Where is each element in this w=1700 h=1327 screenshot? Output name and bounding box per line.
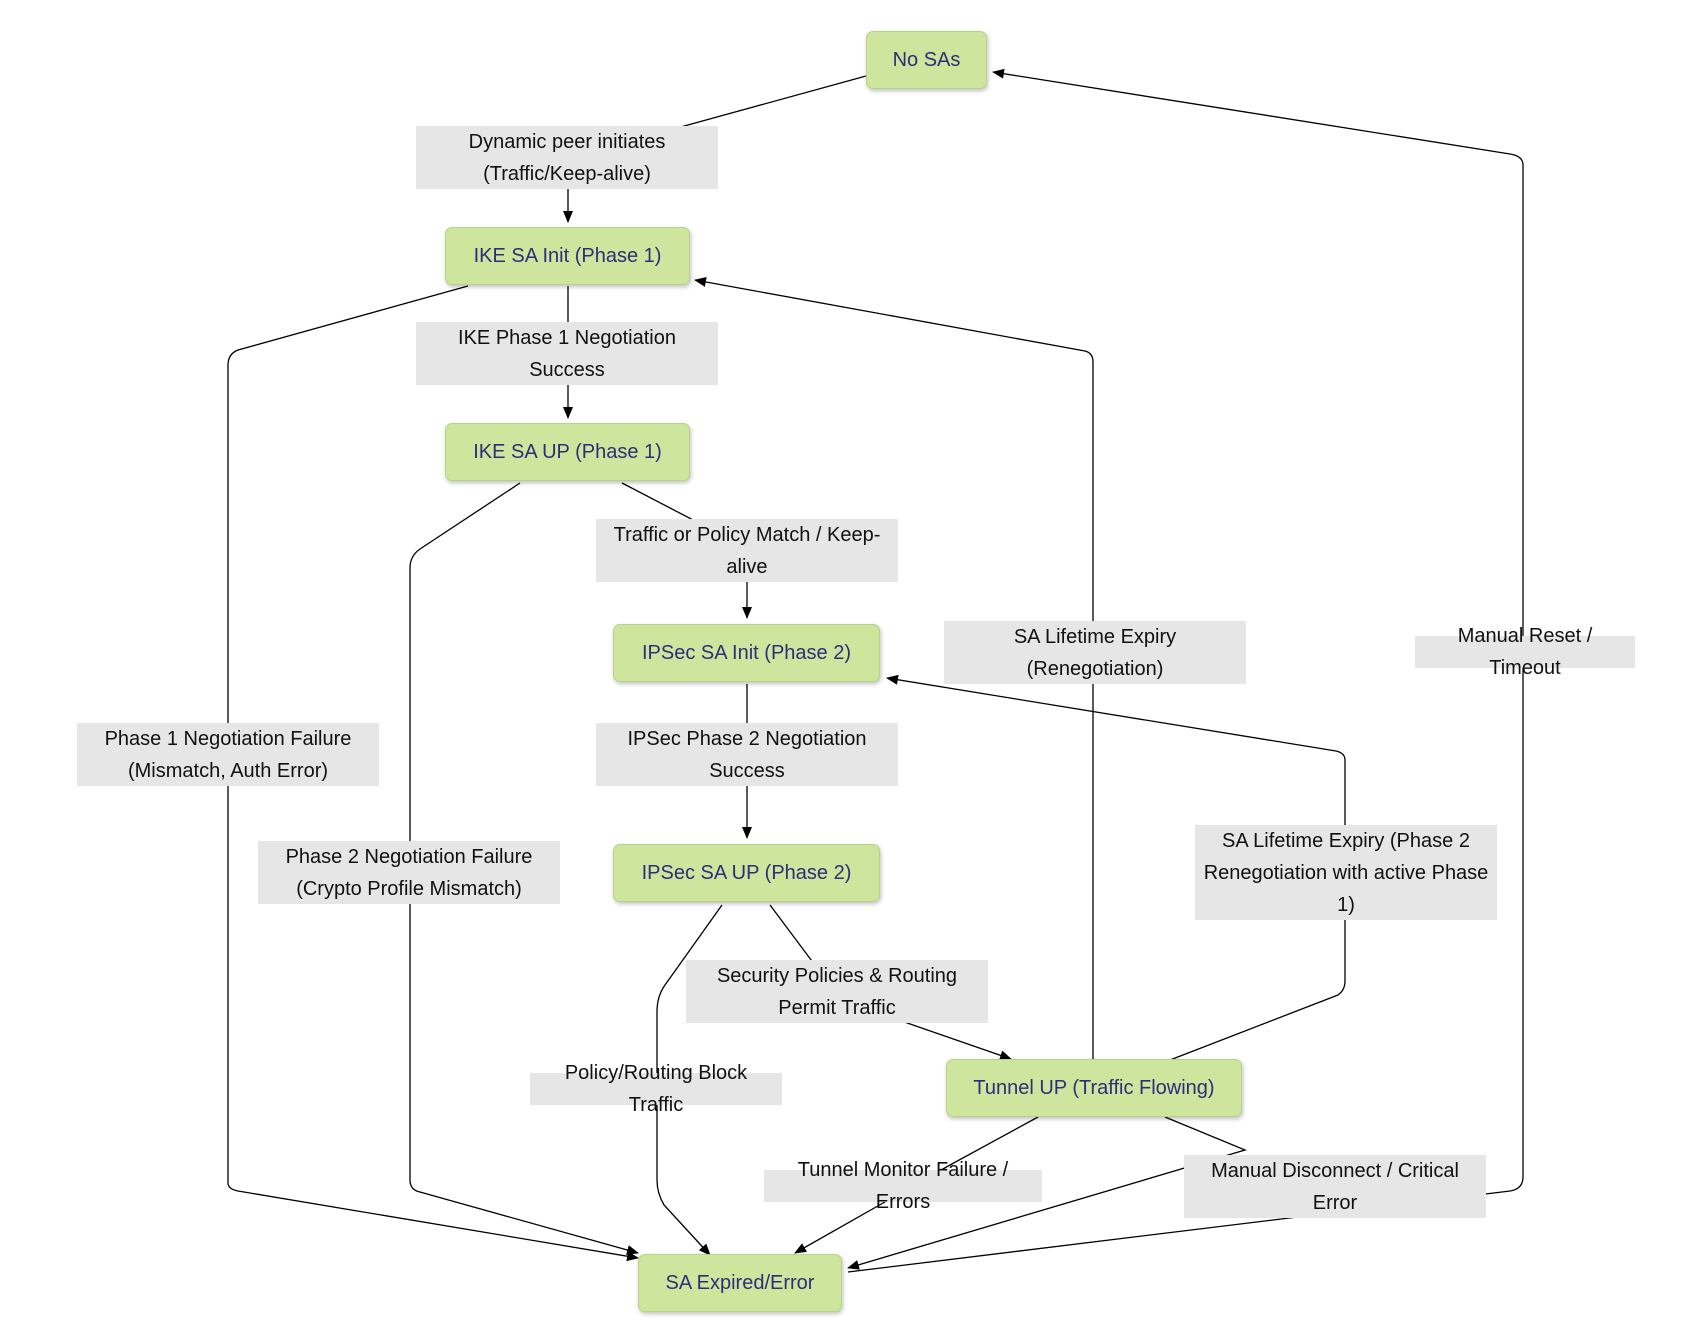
label-dynamic-peer: Dynamic peer initiates (Traffic/Keep-ali… (416, 126, 718, 189)
node-ike-sa-init[interactable]: IKE SA Init (Phase 1) (445, 227, 690, 285)
label-ike-phase1-success: IKE Phase 1 Negotiation Success (416, 322, 718, 385)
node-no-sas[interactable]: No SAs (866, 31, 987, 89)
node-ipsec-sa-init[interactable]: IPSec SA Init (Phase 2) (613, 624, 880, 682)
node-ipsec-sa-up[interactable]: IPSec SA UP (Phase 2) (613, 844, 880, 902)
label-manual-reset-timeout: Manual Reset / Timeout (1415, 625, 1635, 679)
label-ipsec-phase2-success: IPSec Phase 2 Negotiation Success (596, 723, 898, 786)
label-manual-disconnect: Manual Disconnect / Critical Error (1184, 1155, 1486, 1218)
node-ike-sa-up[interactable]: IKE SA UP (Phase 1) (445, 423, 690, 481)
edge-sa-lifetime-expiry (694, 277, 1094, 1060)
label-security-policies-permit: Security Policies & Routing Permit Traff… (686, 960, 988, 1023)
label-traffic-policy-match: Traffic or Policy Match / Keep-alive (596, 519, 898, 582)
node-tunnel-up[interactable]: Tunnel UP (Traffic Flowing) (946, 1059, 1242, 1117)
label-sa-lifetime-expiry-phase2: SA Lifetime Expiry (Phase 2 Renegotiatio… (1195, 825, 1497, 920)
label-phase1-failure: Phase 1 Negotiation Failure (Mismatch, A… (77, 723, 379, 786)
edge-manual-reset-timeout (847, 68, 1524, 1273)
edge-tunnel-monitor-failure (794, 1116, 1039, 1254)
label-policy-routing-block: Policy/Routing Block Traffic (530, 1062, 782, 1116)
node-sa-expired[interactable]: SA Expired/Error (638, 1254, 842, 1312)
label-phase2-failure: Phase 2 Negotiation Failure (Crypto Prof… (258, 841, 560, 904)
label-tunnel-monitor-failure: Tunnel Monitor Failure / Errors (764, 1159, 1042, 1213)
label-sa-lifetime-expiry: SA Lifetime Expiry (Renegotiation) (944, 621, 1246, 684)
edge-manual-disconnect (847, 1116, 1247, 1270)
